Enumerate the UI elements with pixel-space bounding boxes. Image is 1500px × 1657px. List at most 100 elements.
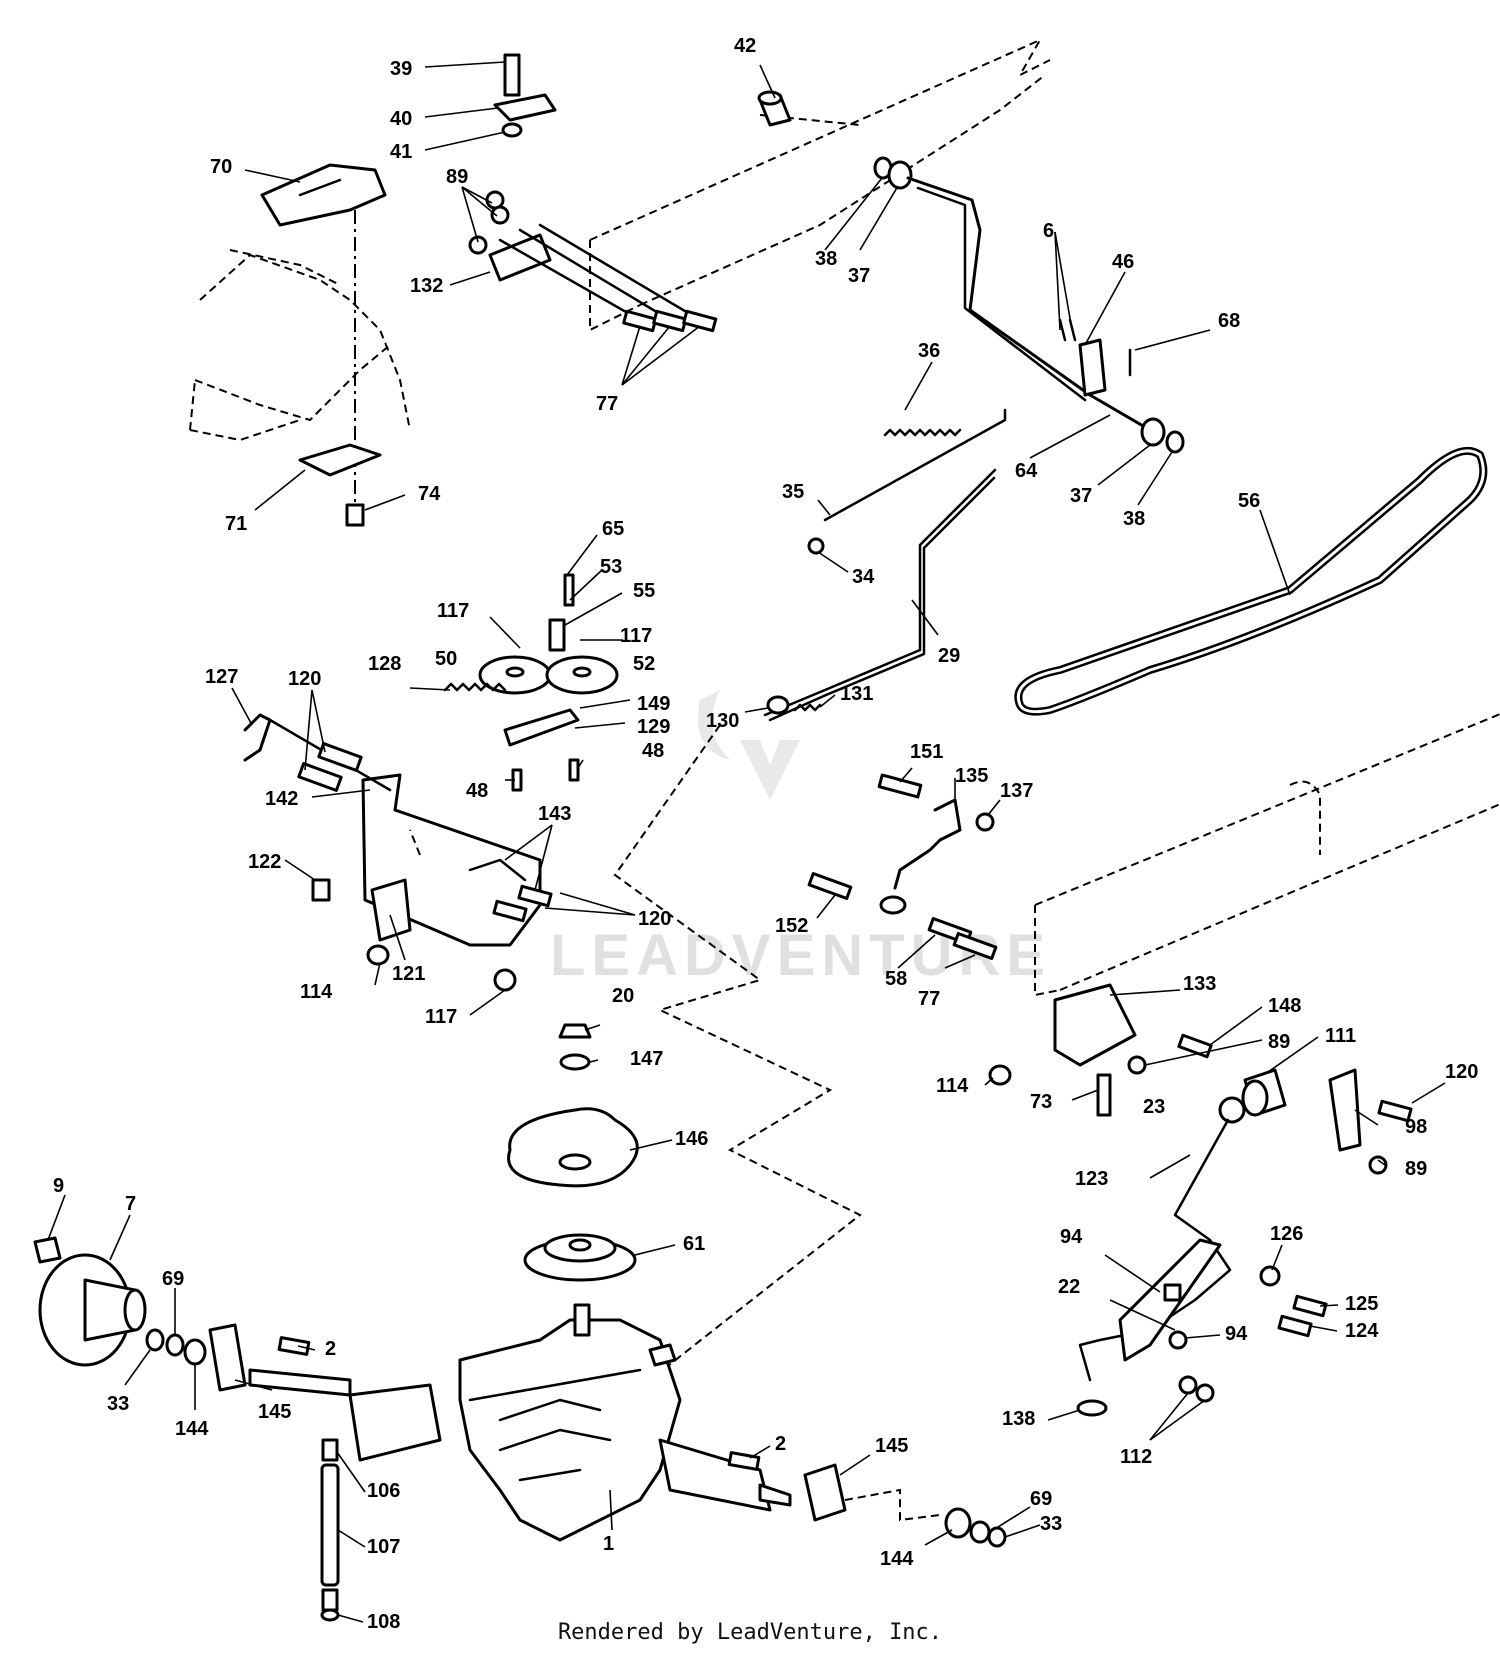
callout-114-right: 114 — [936, 1075, 969, 1097]
callout-117-b: 117 — [620, 625, 652, 647]
part-42-bushing — [757, 90, 792, 127]
callout-127: 127 — [205, 666, 238, 688]
callout-94-a: 94 — [1060, 1226, 1083, 1248]
callout-48-a: 48 — [466, 780, 488, 802]
callout-38-top: 38 — [815, 248, 837, 270]
callout-148: 148 — [1268, 995, 1301, 1017]
callout-131: 131 — [840, 683, 873, 705]
callout-74: 74 — [418, 483, 441, 505]
parts-39-41-bolt-clip — [493, 53, 557, 138]
callout-52: 52 — [633, 653, 655, 675]
callout-65: 65 — [602, 518, 624, 540]
callout-9: 9 — [53, 1175, 64, 1197]
callout-7: 7 — [125, 1193, 136, 1215]
callout-69-left: 69 — [162, 1268, 184, 1290]
belt-routing-lines — [409, 724, 862, 1381]
callout-137: 137 — [1000, 780, 1033, 802]
part-35-29-rods — [763, 408, 1007, 722]
callout-70: 70 — [210, 156, 232, 178]
callout-64: 64 — [1015, 460, 1038, 482]
callout-133: 133 — [1183, 973, 1216, 995]
callout-111: 111 — [1325, 1025, 1356, 1047]
callout-29: 29 — [938, 645, 960, 667]
callout-22: 22 — [1058, 1276, 1080, 1298]
callout-94-b: 94 — [1225, 1323, 1248, 1345]
callout-69-right: 69 — [1030, 1488, 1052, 1510]
part-56-belt — [1014, 447, 1488, 716]
callout-143: 143 — [538, 803, 571, 825]
callout-145-right: 145 — [875, 1435, 908, 1457]
part-36-spring — [883, 428, 962, 437]
callout-106: 106 — [367, 1480, 400, 1502]
callout-120-c: 120 — [1445, 1061, 1478, 1083]
callout-46: 46 — [1112, 251, 1134, 273]
callout-39: 39 — [390, 58, 412, 80]
callout-98: 98 — [1405, 1116, 1427, 1138]
callout-34: 34 — [852, 566, 875, 588]
callout-labels: 39 40 41 42 70 89 132 77 38 37 6 46 68 3… — [53, 35, 1478, 1633]
callout-36: 36 — [918, 340, 940, 362]
callout-117-a: 117 — [437, 600, 469, 622]
callout-50: 50 — [435, 648, 457, 670]
callout-149: 149 — [637, 693, 670, 715]
callout-142: 142 — [265, 788, 298, 810]
callout-1: 1 — [603, 1533, 614, 1555]
leader-lines — [47, 61, 1446, 1623]
callout-135: 135 — [955, 765, 988, 787]
part-132-bracket — [468, 190, 718, 333]
callout-120-b: 120 — [638, 908, 671, 930]
parts-idler-assembly — [243, 573, 619, 992]
callout-123: 123 — [1075, 1168, 1108, 1190]
frame-lower — [1034, 713, 1500, 997]
callout-35: 35 — [782, 481, 804, 503]
callout-144-right: 144 — [880, 1548, 914, 1570]
callout-56: 56 — [1238, 490, 1260, 512]
callout-121: 121 — [392, 963, 425, 985]
watermark: LEADVENTURE — [550, 690, 1045, 988]
fender-body — [189, 249, 411, 442]
callout-89-top: 89 — [446, 166, 468, 188]
callout-129: 129 — [637, 716, 670, 738]
callout-126: 126 — [1270, 1223, 1303, 1245]
callout-73: 73 — [1030, 1091, 1052, 1113]
callout-42: 42 — [734, 35, 756, 57]
callout-20: 20 — [612, 985, 634, 1007]
callout-37-top: 37 — [848, 265, 870, 287]
callout-128: 128 — [368, 653, 401, 675]
callout-77-top: 77 — [596, 393, 618, 415]
parts-106-108-rod — [320, 1438, 340, 1622]
part-64-shaft — [873, 156, 1185, 454]
callout-130: 130 — [706, 710, 739, 732]
parts-shift-lever — [1076, 1096, 1328, 1417]
callout-53: 53 — [600, 556, 622, 578]
callout-112: 112 — [1120, 1446, 1152, 1468]
parts-111-98 — [1241, 1068, 1413, 1175]
callout-23: 23 — [1143, 1096, 1165, 1118]
parts-brake-linkage — [807, 773, 995, 915]
callout-2-right: 2 — [775, 1433, 786, 1455]
callout-152: 152 — [775, 915, 808, 937]
callout-151: 151 — [910, 741, 943, 763]
callout-147: 147 — [630, 1048, 663, 1070]
part-74-bolt — [345, 503, 365, 527]
callout-144-left: 144 — [175, 1418, 209, 1440]
parts-right-washers — [803, 1463, 1007, 1548]
callout-61: 61 — [683, 1233, 705, 1255]
parts-bracket-133 — [927, 917, 1213, 1117]
callout-33-left: 33 — [107, 1393, 129, 1415]
part-71-plate — [298, 443, 382, 477]
part-1-transaxle — [348, 1303, 772, 1542]
footer-credit: Rendered by LeadVenture, Inc. — [557, 1620, 943, 1645]
callout-71: 71 — [225, 513, 247, 535]
callout-146: 146 — [675, 1128, 708, 1150]
callout-89-mid: 89 — [1268, 1031, 1290, 1053]
callout-41: 41 — [390, 141, 412, 163]
callout-138: 138 — [1002, 1408, 1035, 1430]
callout-132: 132 — [410, 275, 443, 297]
callout-122: 122 — [248, 851, 281, 873]
callout-2-left: 2 — [325, 1338, 336, 1360]
callout-77-right: 77 — [918, 988, 940, 1010]
callout-55: 55 — [633, 580, 655, 602]
callout-37-right: 37 — [1070, 485, 1092, 507]
